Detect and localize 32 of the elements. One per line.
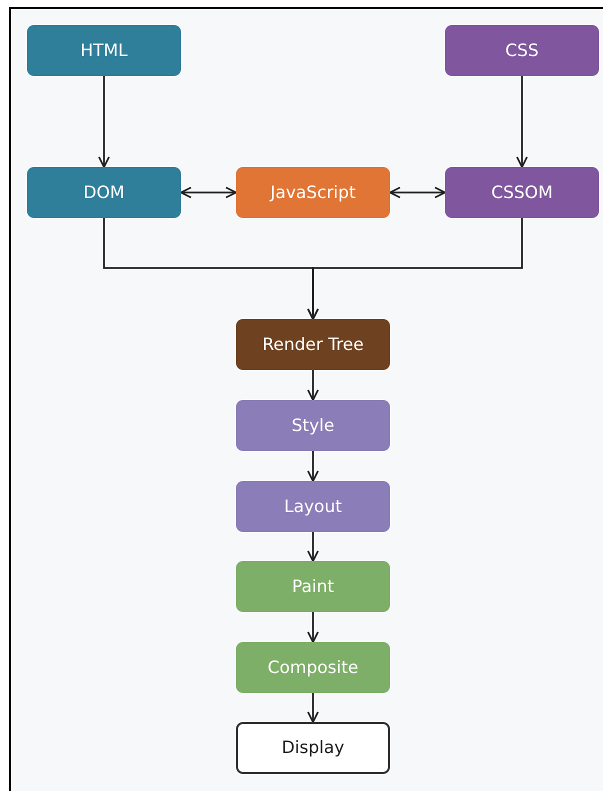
node-label: DOM <box>83 182 125 202</box>
node-label: Paint <box>292 576 334 596</box>
arrow <box>98 76 110 168</box>
node-label: HTML <box>80 40 128 60</box>
html-box <box>27 25 181 76</box>
node-label: CSS <box>505 40 539 60</box>
node-label: CSSOM <box>491 182 553 202</box>
arrow <box>307 693 319 723</box>
display-box <box>236 722 390 774</box>
composite-box <box>236 642 390 693</box>
dom-box <box>27 167 181 218</box>
css-box <box>445 25 599 76</box>
arrow <box>389 186 446 198</box>
style-box <box>236 400 390 451</box>
arrow <box>516 76 528 168</box>
cssom-box <box>445 167 599 218</box>
render-tree-box <box>236 319 390 370</box>
node-label: Layout <box>284 496 342 516</box>
arrow <box>307 612 319 643</box>
layout-box <box>236 481 390 532</box>
arrow <box>180 186 237 198</box>
arrow <box>307 532 319 562</box>
node-label: Display <box>282 738 344 758</box>
arrow <box>307 218 523 320</box>
node-label: Render Tree <box>262 334 364 354</box>
node-label: JavaScript <box>270 182 356 202</box>
node-label: Composite <box>268 658 358 678</box>
arrow <box>307 370 319 401</box>
arrow <box>307 451 319 482</box>
paint-box <box>236 561 390 612</box>
node-label: Style <box>292 416 334 436</box>
javascript-box <box>236 167 390 218</box>
